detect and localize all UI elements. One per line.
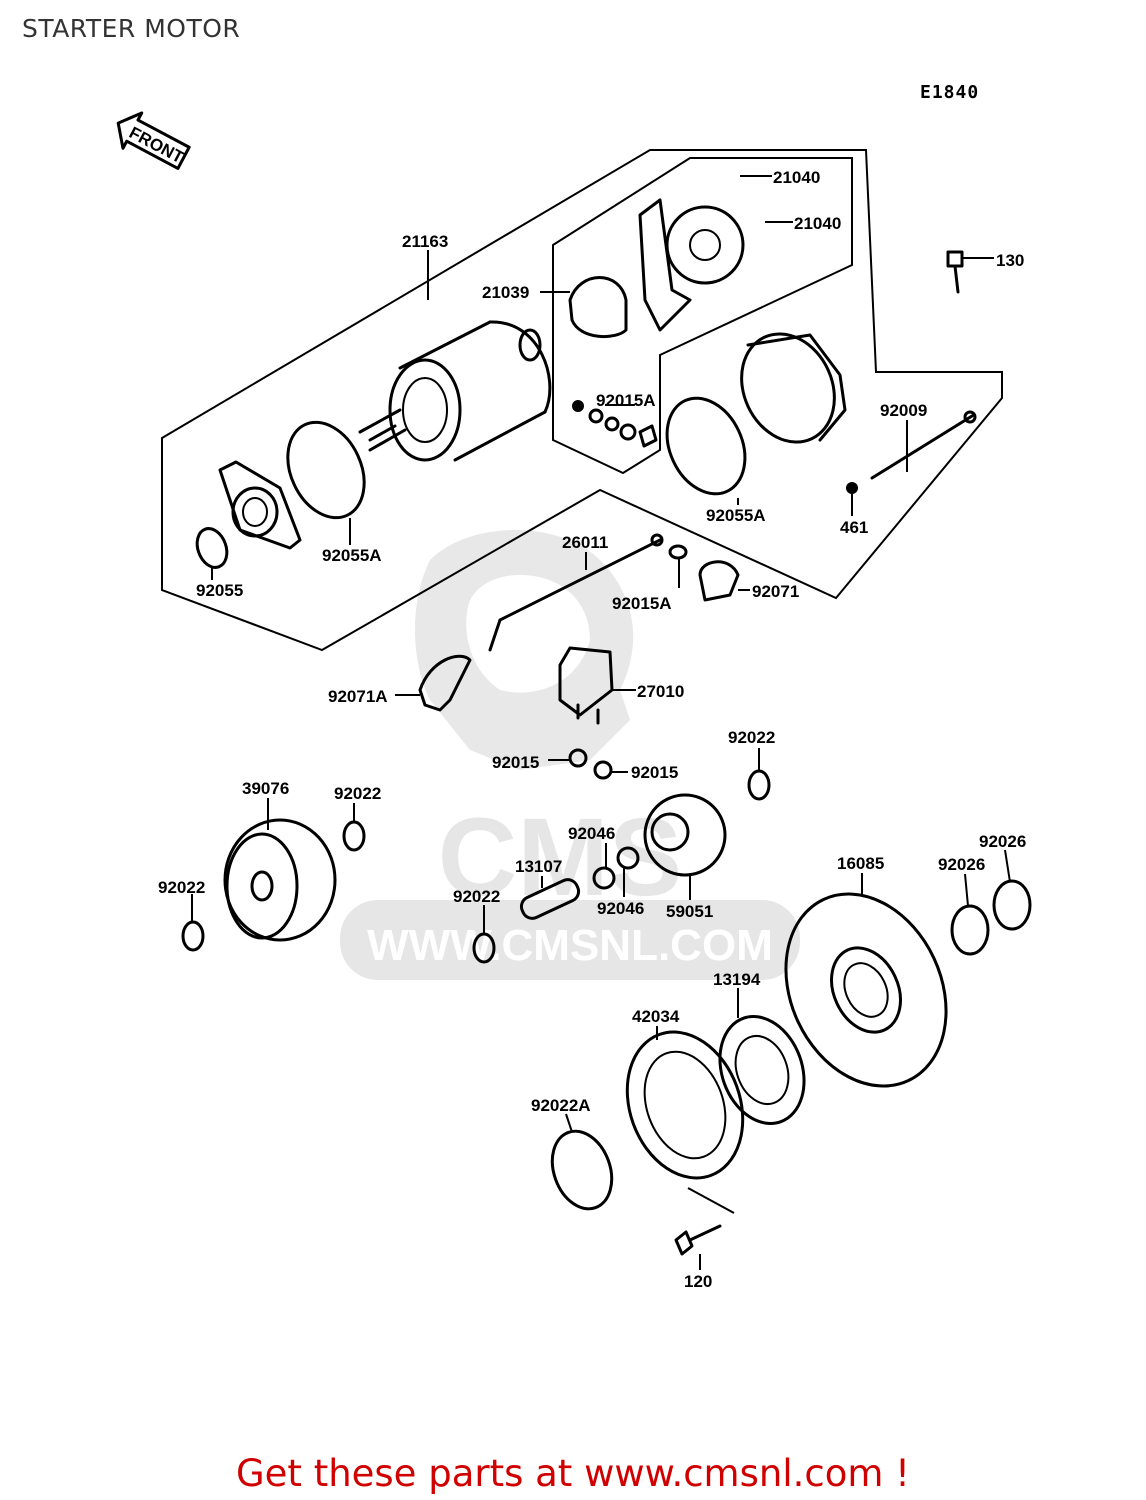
part-label-92022-mid[interactable]: 92022: [334, 784, 381, 803]
o-ring-92055: [195, 527, 229, 569]
part-label-92046-lower[interactable]: 92046: [597, 899, 644, 918]
part-label-13194[interactable]: 13194: [713, 970, 761, 989]
part-label-92022-center[interactable]: 92022: [453, 887, 500, 906]
footer-promo-text[interactable]: Get these parts at www.cmsnl.com !: [235, 1452, 910, 1495]
washer-92022-top-right: [747, 769, 771, 801]
part-labels: 21163 21039 21040 21040 130 92015A 92009…: [158, 168, 1026, 1291]
through-bolt-92009: [870, 410, 977, 480]
nut-92015a: [668, 544, 688, 560]
brush-holder: [568, 198, 745, 339]
part-label-92022-left[interactable]: 92022: [158, 878, 205, 897]
washer-92026-a: [950, 904, 990, 956]
washer-92026-b: [992, 879, 1032, 931]
nut-92015-upper: [568, 748, 588, 768]
brush-assembly-outline: [552, 157, 853, 475]
starter-cable-26011: [488, 538, 662, 652]
gear-59051: [643, 793, 727, 877]
washer-461: [846, 482, 858, 494]
watermark-url-text: WWW.CMSNL.COM: [367, 921, 773, 970]
part-label-92015-right[interactable]: 92015: [631, 763, 678, 782]
watermark-logo-text: CMS: [438, 796, 682, 919]
part-label-27010[interactable]: 27010: [637, 682, 684, 701]
part-label-21040-lower[interactable]: 21040: [794, 214, 841, 233]
watermark: CMS WWW.CMSNL.COM: [340, 530, 800, 980]
part-label-92055a-right[interactable]: 92055A: [706, 506, 766, 525]
part-label-130[interactable]: 130: [996, 251, 1024, 270]
o-ring-92055a-left: [286, 420, 366, 520]
part-label-92026-right[interactable]: 92026: [979, 832, 1026, 851]
front-cover: [218, 460, 302, 550]
part-label-92071a[interactable]: 92071A: [328, 687, 388, 706]
page-title: STARTER MOTOR: [22, 14, 241, 43]
bearings-92046: [592, 846, 640, 890]
part-label-92022a[interactable]: 92022A: [531, 1096, 591, 1115]
motor-assembly-outline: [161, 149, 1003, 652]
part-label-21163[interactable]: 21163: [402, 232, 448, 251]
washer-92022-left: [181, 920, 205, 952]
part-label-92055a-left[interactable]: 92055A: [322, 546, 382, 565]
part-label-461[interactable]: 461: [840, 518, 868, 537]
watermark-banner: [340, 900, 800, 980]
part-label-42034[interactable]: 42034: [632, 1007, 680, 1026]
part-label-13107[interactable]: 13107: [515, 857, 562, 876]
nut-92015-lower: [593, 760, 613, 780]
rear-cover: [740, 332, 847, 444]
idle-gear-39076: [223, 818, 337, 942]
o-ring-92055a-right: [665, 396, 747, 496]
washer-92022-mid: [342, 820, 366, 852]
part-label-16085[interactable]: 16085: [837, 854, 884, 873]
part-label-92015a-lower[interactable]: 92015A: [612, 594, 672, 613]
washer-92022a: [550, 1129, 614, 1211]
exploded-parts-diagram: CMS WWW.CMSNL.COM FRONT: [116, 111, 1032, 1291]
part-label-92009[interactable]: 92009: [880, 401, 927, 420]
brush-plate: [665, 205, 745, 285]
part-label-92022-top-right[interactable]: 92022: [728, 728, 775, 747]
part-label-59051[interactable]: 59051: [666, 902, 713, 921]
cap-92071: [698, 560, 740, 602]
part-label-120[interactable]: 120: [684, 1272, 712, 1291]
shaft-13107: [519, 878, 581, 920]
starter-motor-body: [358, 320, 552, 462]
part-label-92015a-upper[interactable]: 92015A: [596, 391, 656, 410]
part-label-92046-upper[interactable]: 92046: [568, 824, 615, 843]
part-label-39076[interactable]: 39076: [242, 779, 289, 798]
washers-92015a: [572, 400, 658, 448]
leader-lines: [191, 175, 1011, 1270]
part-label-92026-left[interactable]: 92026: [938, 855, 985, 874]
one-way-clutch-13194: [718, 1015, 806, 1125]
part-label-92071[interactable]: 92071: [752, 582, 799, 601]
starter-clutch-gear-16085: [784, 892, 948, 1088]
bolt-120: [674, 1224, 722, 1256]
diagram-code: E1840: [920, 82, 980, 103]
part-label-21040-upper[interactable]: 21040: [773, 168, 820, 187]
part-label-21039[interactable]: 21039: [482, 283, 529, 302]
clutch-housing-42034: [625, 1030, 745, 1180]
front-direction-arrow: FRONT: [116, 111, 191, 170]
part-label-92015-left[interactable]: 92015: [492, 753, 539, 772]
part-label-92055[interactable]: 92055: [196, 581, 243, 600]
bolt-130: [946, 250, 964, 294]
cap-92071a: [418, 654, 472, 712]
part-label-26011[interactable]: 26011: [562, 533, 608, 552]
